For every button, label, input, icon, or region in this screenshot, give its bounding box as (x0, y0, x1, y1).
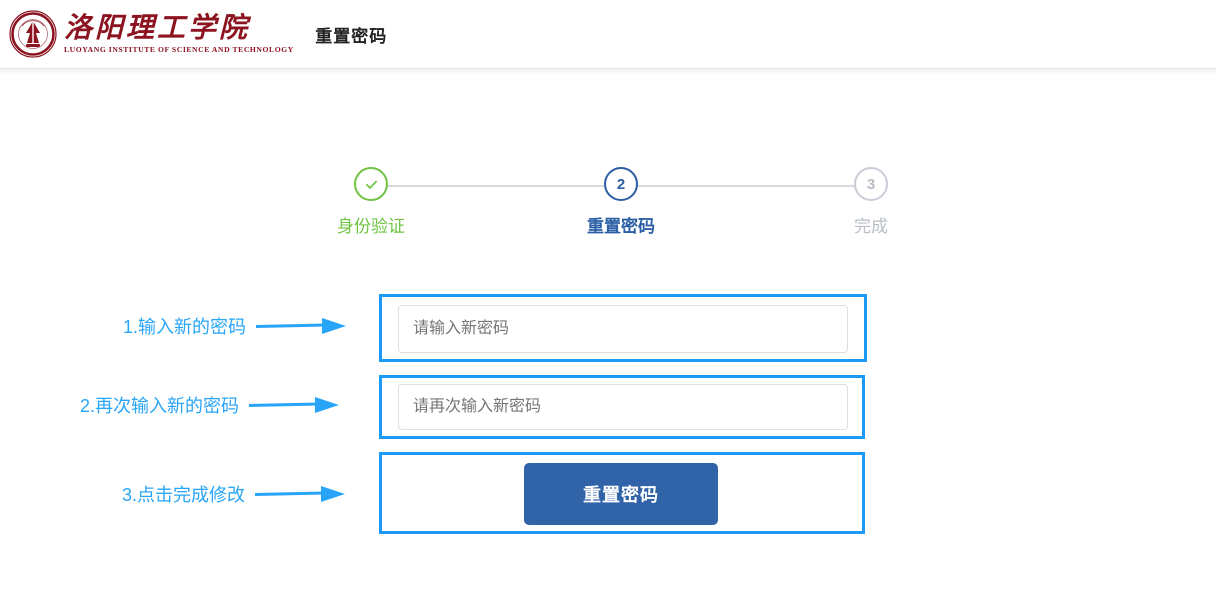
highlight-box-submit (379, 452, 865, 534)
annotation-step-2: 2.再次输入新的密码 (80, 392, 341, 418)
arrow-right-icon (249, 397, 340, 413)
check-icon (365, 180, 377, 189)
arrow-right-icon (255, 486, 346, 502)
reset-password-button[interactable]: 重置密码 (524, 463, 718, 525)
highlight-box-confirm-password (379, 375, 865, 439)
confirm-password-input[interactable] (398, 384, 848, 430)
step-item-reset: 2 重置密码 (561, 167, 681, 237)
step-item-identity: 身份验证 (311, 167, 431, 237)
new-password-input[interactable] (398, 305, 848, 353)
annotation-step-1: 1.输入新的密码 (123, 313, 348, 339)
brand-logo[interactable]: 洛阳理工学院 LUOYANG INSTITUTE OF SCIENCE AND … (8, 9, 293, 59)
page-header: 洛阳理工学院 LUOYANG INSTITUTE OF SCIENCE AND … (0, 0, 1216, 69)
step-indicator: 身份验证 2 重置密码 3 完成 (337, 167, 898, 247)
step-1-label: 身份验证 (337, 217, 405, 236)
step-2-label: 重置密码 (587, 217, 655, 236)
highlight-box-new-password (379, 294, 867, 362)
page-title: 重置密码 (315, 26, 388, 46)
step-3-label: 完成 (854, 217, 888, 236)
university-seal-icon (8, 9, 58, 59)
step-2-circle: 2 (604, 167, 638, 201)
brand-name-en: LUOYANG INSTITUTE OF SCIENCE AND TECHNOL… (64, 44, 294, 54)
annotation-3-text: 3.点击完成修改 (122, 485, 246, 505)
annotation-2-text: 2.再次输入新的密码 (80, 396, 240, 416)
brand-name-cn: 洛阳理工学院 (64, 12, 251, 44)
annotation-1-text: 1.输入新的密码 (123, 317, 247, 337)
brand-wordmark: 洛阳理工学院 LUOYANG INSTITUTE OF SCIENCE AND … (64, 12, 293, 54)
step-3-circle: 3 (854, 167, 888, 201)
step-1-circle (354, 167, 388, 201)
step-item-finish: 3 完成 (811, 167, 931, 237)
header-shadow (0, 69, 1216, 75)
arrow-right-icon (256, 318, 347, 334)
annotation-step-3: 3.点击完成修改 (122, 481, 347, 507)
